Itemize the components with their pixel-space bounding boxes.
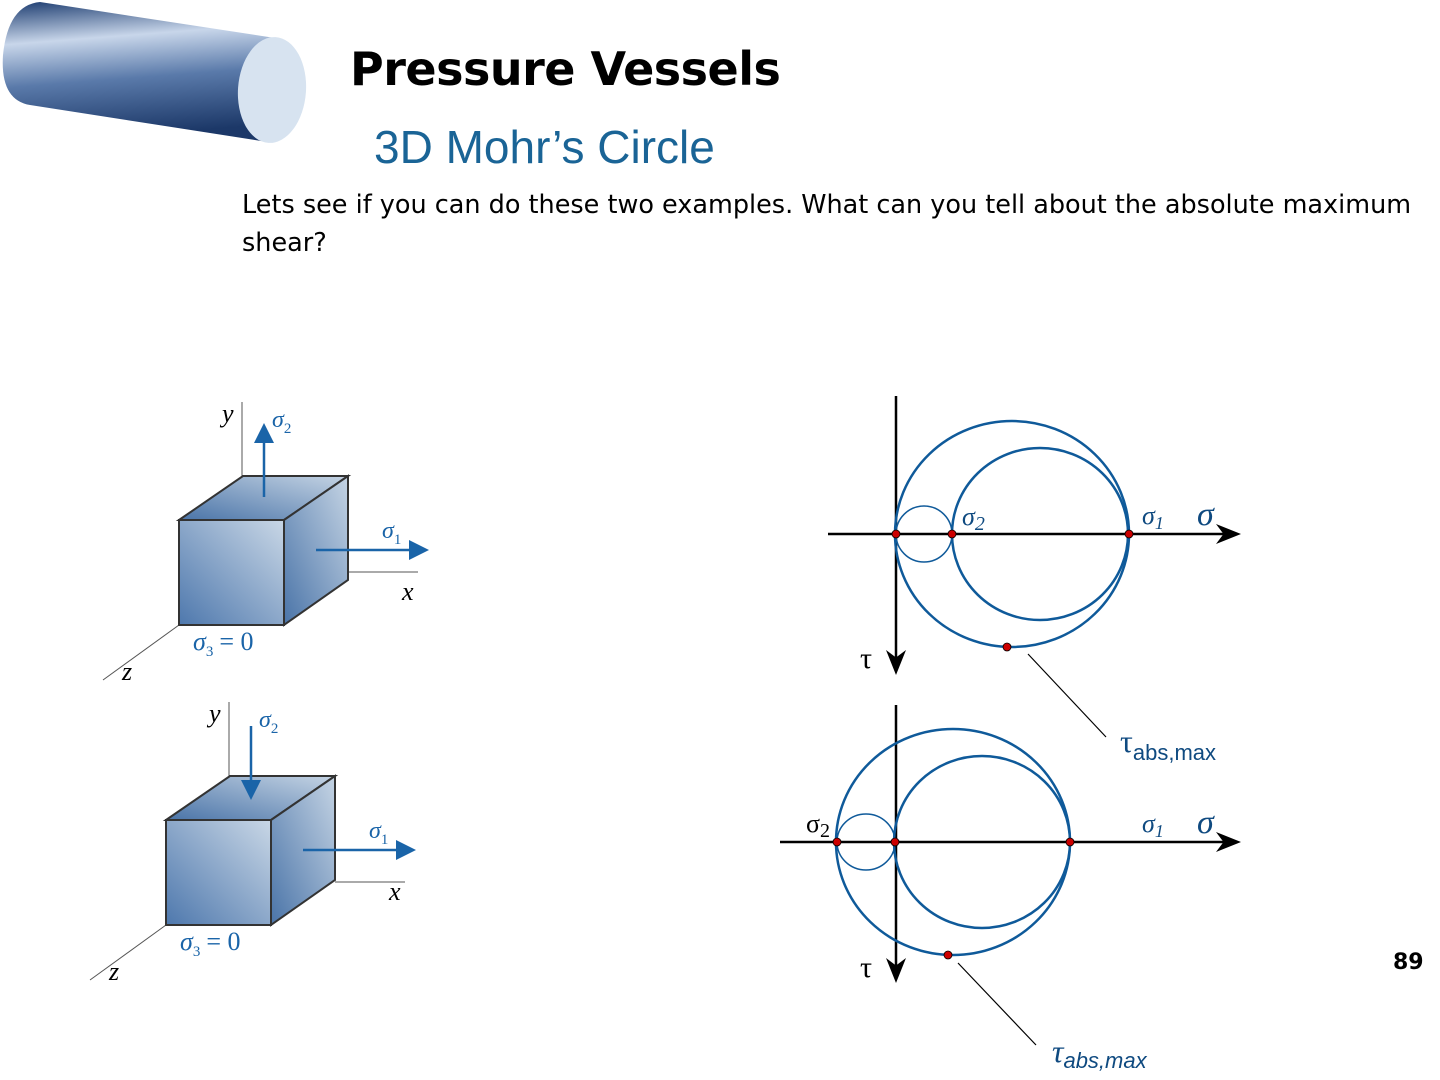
svg-text:σ1: σ1 <box>1142 501 1164 533</box>
tau-max-sub: abs,max <box>1063 1048 1147 1073</box>
y-axis-label: y <box>206 699 221 728</box>
point-sigma2 <box>832 837 842 847</box>
svg-text:σ3= 0: σ3 = 0 <box>193 627 254 660</box>
sigma3-eq: = 0 <box>206 927 240 956</box>
sigma3-label: σ <box>180 927 194 956</box>
stress-element-1: y x z σ2 σ1 σ3= 0 <box>102 399 429 686</box>
sigma2-label: σ <box>962 502 976 531</box>
sigma-axis-label: σ <box>1197 804 1215 841</box>
svg-text:τabs,max: τabs,max <box>1052 1033 1148 1073</box>
sigma2-sub: 2 <box>271 721 279 737</box>
sigma1-label: σ <box>382 518 395 544</box>
sigma3-label: σ <box>193 627 207 656</box>
slide-subtitle: 3D Mohr’s Circle <box>374 121 715 173</box>
sigma1-sub: 1 <box>394 532 402 548</box>
y-axis-label: y <box>219 399 234 428</box>
mohr-diagram-2: σ2 σ1 σ τ τabs,max <box>780 705 1241 1073</box>
mohr-diagram-1: σ2 σ1 σ τ τabs,max <box>828 396 1241 765</box>
svg-text:σ1: σ1 <box>369 818 388 848</box>
svg-text:τabs,max: τabs,max <box>1120 723 1216 765</box>
point-tau-max <box>943 950 953 960</box>
sigma2-label: σ <box>806 809 820 838</box>
sigma3-sub: 3 <box>206 644 214 660</box>
sigma2-sub: 2 <box>820 820 830 842</box>
stress-element-2: y x z σ2 σ1 σ3= 0 <box>89 699 416 986</box>
body-text: Lets see if you can do these two example… <box>242 190 1412 258</box>
tau-max-label: τ <box>1052 1033 1065 1069</box>
tau-axis-label: τ <box>860 951 872 984</box>
page-number: 89 <box>1393 950 1424 975</box>
cylinder-logo <box>2 2 307 143</box>
svg-text:σ2: σ2 <box>272 407 291 437</box>
x-axis-label: x <box>401 577 414 606</box>
sigma3-eq: = 0 <box>219 627 253 656</box>
point-tau-max <box>1002 642 1012 652</box>
point-sigma1 <box>1124 529 1134 539</box>
tau-max-label: τ <box>1120 723 1133 759</box>
sigma1-label: σ <box>1142 501 1156 530</box>
point-sigma1 <box>1065 837 1075 847</box>
x-axis-label: x <box>388 877 401 906</box>
z-axis-label: z <box>108 957 119 986</box>
sigma2-sub: 2 <box>975 513 985 535</box>
sigma2-label: σ <box>259 707 272 733</box>
slide-title: Pressure Vessels <box>350 42 781 96</box>
svg-text:σ2: σ2 <box>806 809 830 842</box>
sigma2-label: σ <box>272 407 285 433</box>
svg-text:σ1: σ1 <box>1142 809 1164 841</box>
tau-max-sub: abs,max <box>1133 740 1216 765</box>
point-origin <box>890 837 900 847</box>
sigma-axis-label: σ <box>1197 496 1215 533</box>
sigma1-sub: 1 <box>1155 513 1164 533</box>
point-origin <box>891 529 901 539</box>
sigma1-sub: 1 <box>381 832 389 848</box>
stress-elements: y x z σ2 σ1 σ3= 0 y x z σ2 σ1 σ3= 0 <box>89 399 429 986</box>
sigma1-label: σ <box>369 818 382 844</box>
svg-text:σ2: σ2 <box>962 502 985 535</box>
svg-text:σ2: σ2 <box>259 707 278 737</box>
sigma1-sub: 1 <box>1155 821 1164 841</box>
svg-text:σ1: σ1 <box>382 518 401 548</box>
sigma1-label: σ <box>1142 809 1156 838</box>
sigma2-sub: 2 <box>284 421 292 437</box>
sigma3-sub: 3 <box>193 944 201 960</box>
point-sigma2 <box>947 529 957 539</box>
z-axis-label: z <box>121 657 132 686</box>
svg-text:σ3= 0: σ3 = 0 <box>180 927 241 960</box>
tau-axis-label: τ <box>860 642 872 675</box>
